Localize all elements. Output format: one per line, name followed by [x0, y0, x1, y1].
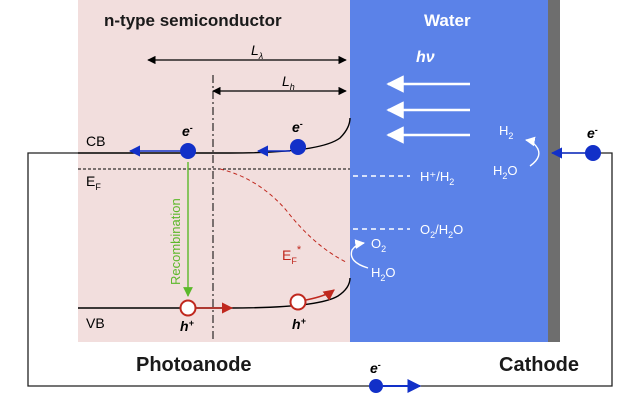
oxidation-arrow: [350, 239, 369, 269]
semiconductor-title: n-type semiconductor: [104, 11, 282, 30]
reduction-arrow: [525, 136, 540, 167]
cathode-electron-label: e-: [587, 125, 598, 141]
vb-hole-2-label: h+: [292, 316, 307, 332]
quasi-fermi-level: [219, 168, 347, 263]
vb-label: VB: [86, 315, 105, 331]
h-plus-h2-label: H⁺/H2: [420, 169, 454, 187]
l-lambda-label: Lλ: [251, 42, 263, 61]
vb-hole-arrow-2: [305, 289, 335, 301]
photoanode-label: Photoanode: [136, 354, 252, 376]
cathode-bar: [548, 0, 560, 342]
cathode-label: Cathode: [499, 354, 579, 376]
o2-label: O2: [371, 236, 386, 254]
cb-electron-1-label: e-: [182, 123, 193, 139]
h2-label: H2: [499, 123, 513, 141]
vb-hole-1-label: h+: [180, 318, 195, 334]
cb-electron-2: [290, 139, 306, 155]
h2o-anode-label: H2O: [371, 265, 396, 283]
o2-h2o-label: O2/H2O: [420, 222, 463, 240]
cb-label: CB: [86, 133, 105, 149]
cb-electron-1: [180, 143, 196, 159]
cathode-electron: [585, 145, 601, 161]
cb-electron-2-label: e-: [292, 119, 303, 135]
h2o-cathode-label: H2O: [493, 163, 518, 181]
recombination-label: Recombination: [168, 198, 183, 285]
circuit-electron: [369, 379, 383, 393]
light-label: hν: [416, 49, 435, 66]
semiconductor-region: [78, 0, 350, 342]
ef-star-label: EF*: [282, 244, 302, 266]
l-h-label: Lh: [282, 73, 295, 92]
circuit-electron-label: e-: [370, 360, 381, 376]
vb-hole-2: [289, 293, 307, 311]
water-title: Water: [424, 11, 471, 30]
water-region: [350, 0, 548, 342]
ef-label: EF: [86, 173, 101, 192]
external-circuit: [27, 152, 613, 387]
vb-hole-1: [179, 299, 197, 317]
